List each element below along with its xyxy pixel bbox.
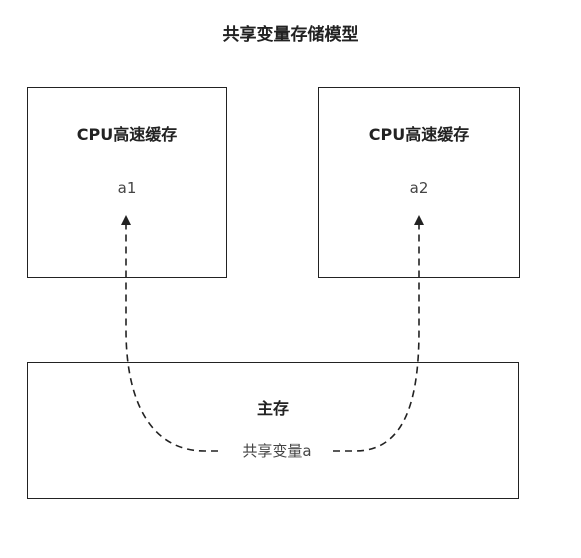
cpu-cache-right-label: CPU高速缓存 (368, 125, 470, 144)
diagram-title: 共享变量存储模型 (222, 25, 359, 45)
cpu-cache-right: CPU高速缓存 a2 (318, 87, 520, 278)
main-memory-label: 主存 (256, 399, 289, 418)
variable-a2-label: a2 (409, 179, 429, 197)
variable-a1-label: a1 (117, 179, 137, 197)
cpu-cache-left-label: CPU高速缓存 (76, 125, 178, 144)
main-memory: 主存 (27, 362, 519, 499)
shared-variable-label: 共享变量a (222, 441, 332, 461)
cpu-cache-left: CPU高速缓存 a1 (27, 87, 227, 278)
